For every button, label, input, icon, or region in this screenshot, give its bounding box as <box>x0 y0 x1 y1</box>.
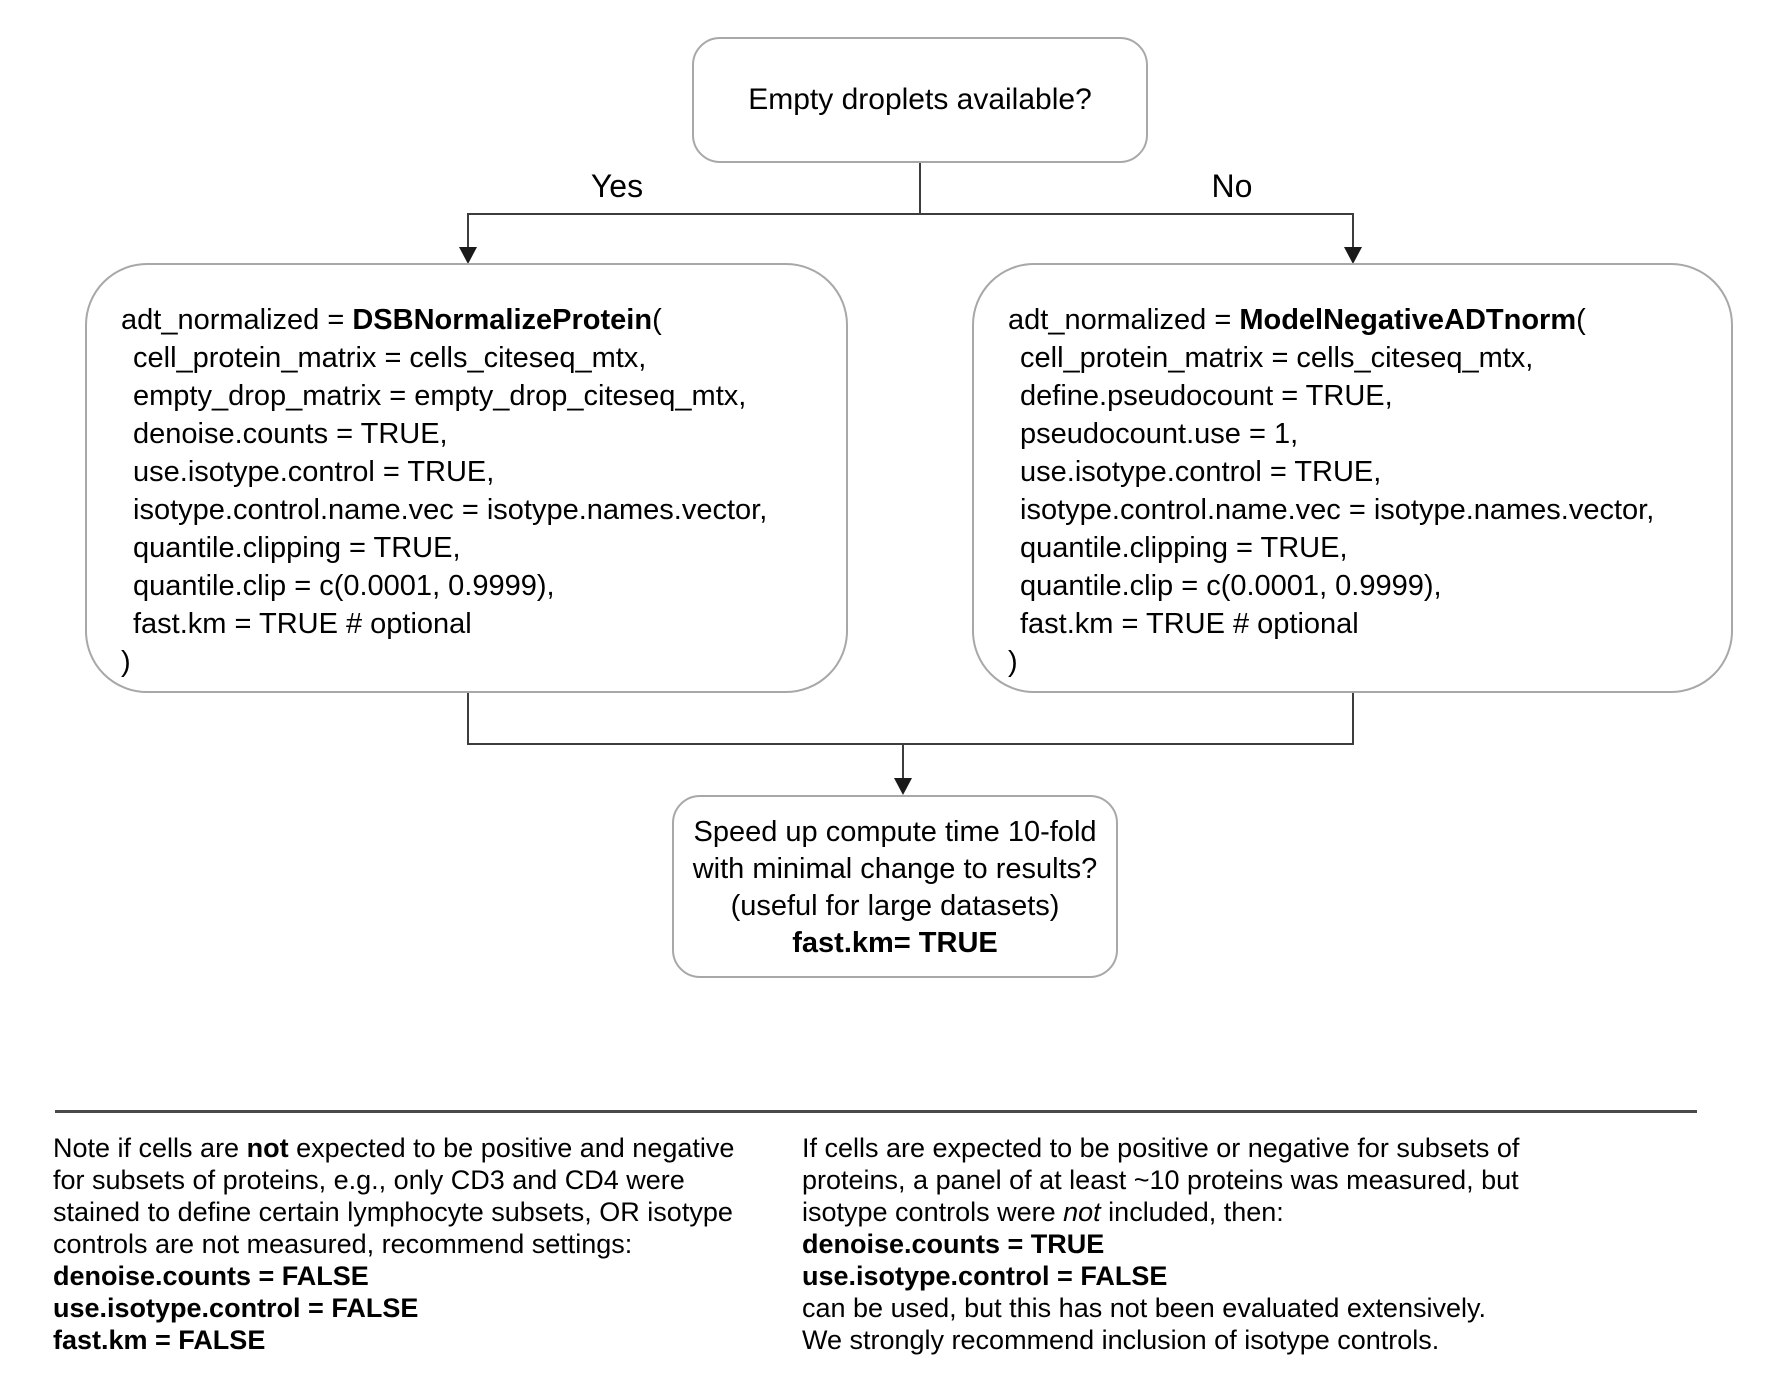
decision-box-empty-droplets: Empty droplets available? <box>692 37 1148 163</box>
text-line: fast.km = TRUE # optional <box>1020 608 1359 640</box>
text-line: use.isotype.control = FALSE <box>802 1261 1168 1291</box>
connector-branch-bar <box>468 213 1354 215</box>
text-line: adt_normalized = ModelNegativeADTnorm( <box>1008 304 1586 336</box>
text-line: denoise.counts = TRUE <box>802 1229 1105 1259</box>
arrow-down-no-icon <box>1344 247 1362 264</box>
text-line: define.pseudocount = TRUE, <box>1020 380 1393 412</box>
connector-no-drop <box>1352 213 1354 249</box>
text-line: quantile.clipping = TRUE, <box>1020 532 1348 564</box>
text-line: controls are not measured, recommend set… <box>53 1229 633 1259</box>
speedup-fastkm-box: Speed up compute time 10-fold with minima… <box>672 795 1118 978</box>
text-line: use.isotype.control = TRUE, <box>133 456 495 488</box>
text-line: adt_normalized = DSBNormalizeProtein( <box>121 304 662 336</box>
text-line: quantile.clipping = TRUE, <box>133 532 461 564</box>
text-line: If cells are expected to be positive or … <box>802 1133 1520 1163</box>
text-line: fast.km = TRUE # optional <box>133 608 472 640</box>
text-line: (useful for large datasets) <box>730 890 1060 922</box>
footnote-right: If cells are expected to be positive or … <box>802 1132 1562 1356</box>
text-line: fast.km= TRUE <box>792 927 998 959</box>
text-line: ) <box>121 646 131 678</box>
connector-decision-stub <box>919 163 921 214</box>
text-line: denoise.counts = FALSE <box>53 1261 369 1291</box>
connector-right-bottom-drop <box>1352 693 1354 744</box>
text-line: with minimal change to results? <box>692 853 1098 885</box>
text-line: isotype controls were not included, then… <box>802 1197 1284 1227</box>
text-line: quantile.clip = c(0.0001, 0.9999), <box>133 570 555 602</box>
text-line: cell_protein_matrix = cells_citeseq_mtx, <box>1020 342 1534 374</box>
text-line: for subsets of proteins, e.g., only CD3 … <box>53 1165 685 1195</box>
text-line: pseudocount.use = 1, <box>1020 418 1299 450</box>
text-line: use.isotype.control = TRUE, <box>1020 456 1382 488</box>
dsb-normalize-protein-box: adt_normalized = DSBNormalizeProtein( cel… <box>85 263 848 693</box>
text-line: empty_drop_matrix = empty_drop_citeseq_m… <box>133 380 747 412</box>
arrow-down-merge-icon <box>894 778 912 795</box>
text-line: proteins, a panel of at least ~10 protei… <box>802 1165 1519 1195</box>
connector-left-bottom-drop <box>467 693 469 744</box>
yes-branch-label: Yes <box>590 168 644 204</box>
text-line: quantile.clip = c(0.0001, 0.9999), <box>1020 570 1442 602</box>
text-line: use.isotype.control = FALSE <box>53 1293 419 1323</box>
text-line: isotype.control.name.vec = isotype.names… <box>133 494 768 526</box>
text-line: ) <box>1008 646 1018 678</box>
footnote-left: Note if cells are not expected to be pos… <box>53 1132 793 1356</box>
connector-yes-drop <box>467 213 469 249</box>
text-line: stained to define certain lymphocyte sub… <box>53 1197 733 1227</box>
text-line: can be used, but this has not been evalu… <box>802 1293 1486 1323</box>
text-line: Note if cells are not expected to be pos… <box>53 1133 735 1163</box>
arrow-down-yes-icon <box>459 247 477 264</box>
model-negative-adtnorm-box: adt_normalized = ModelNegativeADTnorm( ce… <box>972 263 1733 693</box>
text-line: isotype.control.name.vec = isotype.names… <box>1020 494 1655 526</box>
text-line: cell_protein_matrix = cells_citeseq_mtx, <box>133 342 647 374</box>
text-line: Speed up compute time 10-fold <box>693 816 1097 848</box>
decision-label: Empty droplets available? <box>748 83 1092 116</box>
connector-merge-stub <box>902 743 904 779</box>
text-line: denoise.counts = TRUE, <box>133 418 448 450</box>
text-line: fast.km = FALSE <box>53 1325 266 1355</box>
text-line: We strongly recommend inclusion of isoty… <box>802 1325 1440 1355</box>
no-branch-label: No <box>1211 168 1253 204</box>
connector-merge-bar <box>467 743 1354 745</box>
footnote-divider <box>55 1110 1697 1113</box>
